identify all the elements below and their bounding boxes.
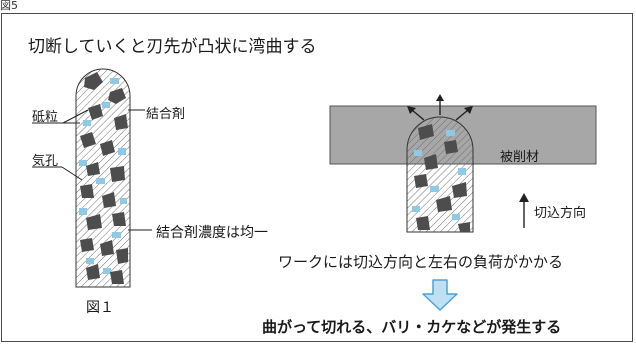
force-arrows [407, 94, 473, 121]
cut-direction-label: 切込方向 [534, 206, 587, 221]
pore-particles [79, 78, 127, 274]
abrasive-grains [80, 72, 128, 284]
uniform-binder-label: 結合剤濃度は均一 [156, 225, 268, 241]
figure-title: 切断していくと刃先が凸状に湾曲する [28, 37, 317, 57]
figure1-caption: 図１ [86, 300, 114, 316]
blade-cross-section [32, 68, 152, 288]
result-down-arrow [422, 279, 458, 311]
abrasive-grain-label: 砥粒 [32, 110, 59, 125]
load-description: ワークには切込方向と左右の負荷がかかる [278, 253, 564, 271]
pore-label: 気孔 [32, 154, 59, 169]
blade-in-cut [406, 116, 474, 233]
cut-direction-arrow [519, 193, 529, 228]
workpiece-label: 被削材 [500, 150, 540, 165]
binder-label: 結合剤 [146, 107, 186, 122]
result-description: 曲がって切れる、バリ・カケなどが発生する [262, 318, 562, 336]
figure-frame [1, 13, 633, 342]
figure-number-corner: 図5 [0, 0, 18, 12]
